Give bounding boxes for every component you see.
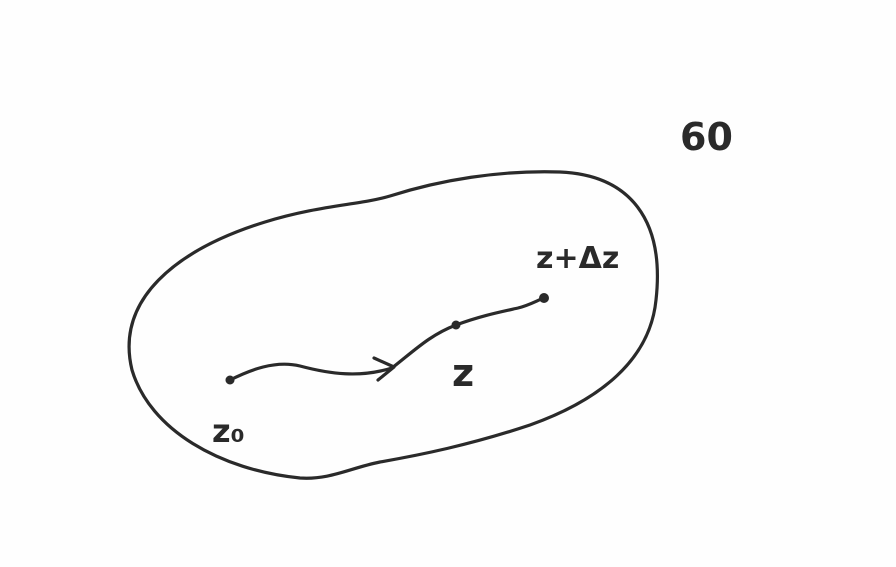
- corner-mark: 60: [680, 115, 733, 159]
- label-z0: z₀: [212, 412, 245, 450]
- curve-segment-z-to-z-plus-dz: [390, 296, 546, 370]
- point-z0: [225, 375, 235, 385]
- region-boundary: [127, 170, 659, 480]
- point-z-plus-dz: [539, 293, 549, 303]
- curve-segment-z0-to-z: [228, 362, 394, 382]
- point-z: [451, 320, 461, 330]
- label-z: z: [452, 351, 474, 395]
- label-z-plus-dz: z+Δz: [536, 241, 619, 276]
